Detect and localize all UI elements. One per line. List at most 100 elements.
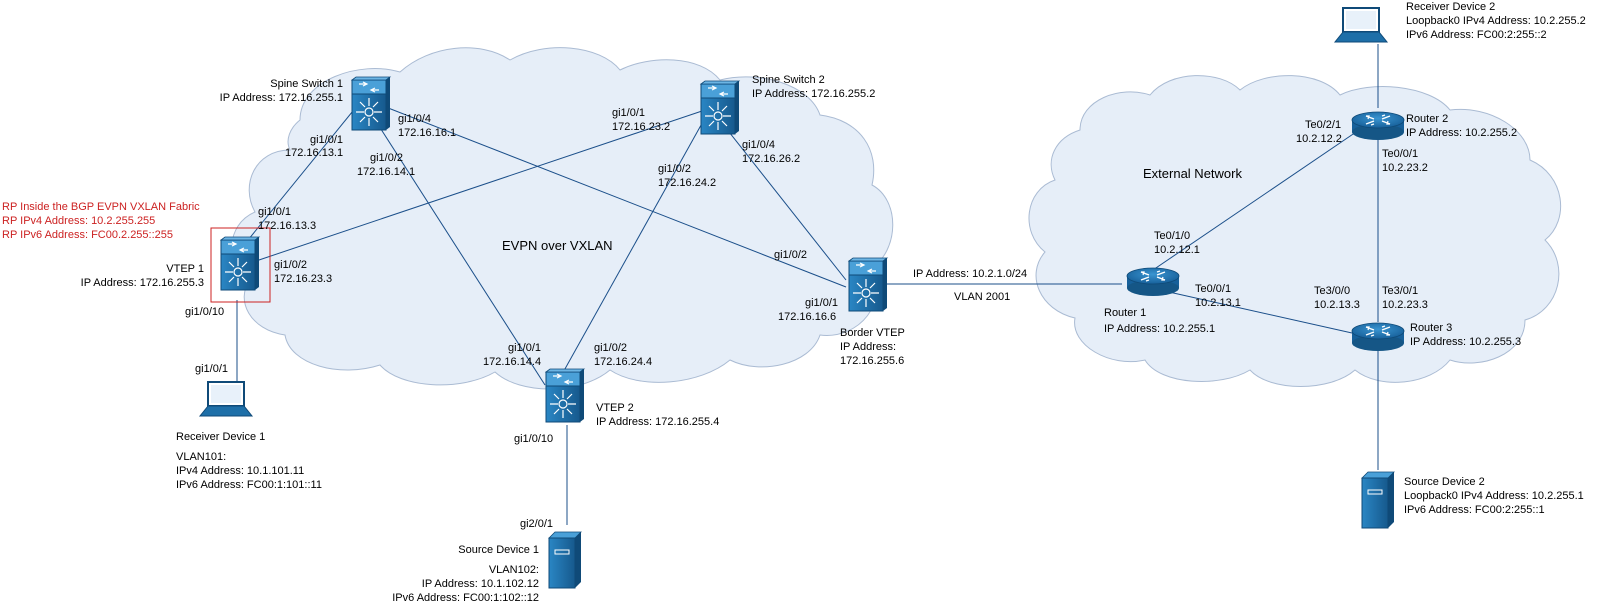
- router-3[interactable]: [1351, 322, 1405, 352]
- external-cloud-title: External Network: [1143, 166, 1242, 181]
- router1-te001-ip: 10.2.13.1: [1195, 297, 1241, 309]
- spine2-gi101: gi1/0/1: [612, 107, 645, 119]
- links: [234, 44, 1379, 525]
- router-1[interactable]: [1126, 267, 1180, 297]
- link-router1-router2: [1149, 127, 1363, 273]
- source2-ipv6: IPv6 Address: FC00:2:255::1: [1404, 504, 1545, 516]
- receiver2-ipv6: IPv6 Address: FC00:2:255::2: [1406, 29, 1547, 41]
- laptop-icon: [1334, 7, 1388, 43]
- receiver-device-1[interactable]: [199, 381, 253, 417]
- border-link-vlan: VLAN 2001: [954, 291, 1010, 303]
- vtep1-gi101: gi1/0/1: [258, 206, 291, 218]
- router1-ip: IP Address: 10.2.255.1: [1104, 323, 1215, 335]
- vtep-2[interactable]: [545, 368, 585, 423]
- receiver1-vlan: VLAN101:: [176, 451, 226, 463]
- vtep2-gi101-ip: 172.16.14.4: [483, 356, 541, 368]
- router2-te001-ip: 10.2.23.2: [1382, 162, 1428, 174]
- spine-switch-1[interactable]: [351, 76, 391, 131]
- source1-ipv6: IPv6 Address: FC00:1:102::12: [392, 592, 539, 604]
- vtep-1[interactable]: [220, 236, 260, 291]
- spine2-ip: IP Address: 172.16.255.2: [752, 88, 875, 100]
- border-gi101-ip: 172.16.16.6: [778, 311, 836, 323]
- vtep1-gi101-ip: 172.16.13.3: [258, 220, 316, 232]
- router3-te300-ip: 10.2.13.3: [1314, 299, 1360, 311]
- spine2-gi102: gi1/0/2: [658, 163, 691, 175]
- rp-note-line-2: RP IPv4 Address: 10.2.255.255: [2, 215, 155, 227]
- spine-switch-2[interactable]: [700, 80, 740, 135]
- source2-name: Source Device 2: [1404, 476, 1485, 488]
- router-icon: [1351, 322, 1405, 352]
- vtep2-gi1010: gi1/0/10: [514, 433, 553, 445]
- rp-highlight-box: [210, 227, 271, 303]
- source-device-2[interactable]: [1361, 471, 1395, 529]
- spine1-gi101: gi1/0/1: [310, 134, 343, 146]
- router3-te301: Te3/0/1: [1382, 285, 1418, 297]
- server-icon: [1361, 471, 1395, 529]
- source2-lo: Loopback0 IPv4 Address: 10.2.255.1: [1404, 490, 1584, 502]
- spine1-gi104: gi1/0/4: [398, 113, 431, 125]
- vtep1-gi102: gi1/0/2: [274, 259, 307, 271]
- spine2-gi101-ip: 172.16.23.2: [612, 121, 670, 133]
- link-spine2-border: [717, 117, 847, 281]
- layer3-switch-icon: [848, 257, 888, 312]
- vtep2-ip: IP Address: 172.16.255.4: [596, 416, 719, 428]
- server-icon: [548, 531, 582, 589]
- spine2-gi104: gi1/0/4: [742, 139, 775, 151]
- vtep1-name: VTEP 1: [166, 263, 204, 275]
- link-spine1-vtep1: [234, 105, 358, 257]
- layer3-switch-icon: [351, 76, 391, 131]
- spine1-gi102: gi1/0/2: [370, 152, 403, 164]
- border-ip: 172.16.255.6: [840, 355, 904, 367]
- source1-name: Source Device 1: [458, 544, 539, 556]
- receiver1-name: Receiver Device 1: [176, 431, 265, 443]
- receiver-device-2[interactable]: [1334, 7, 1388, 43]
- vtep1-gi102-ip: 172.16.23.3: [274, 273, 332, 285]
- router2-te021: Te0/2/1: [1305, 119, 1341, 131]
- source1-gi201: gi2/0/1: [520, 518, 553, 530]
- vtep2-gi101: gi1/0/1: [508, 342, 541, 354]
- vtep2-name: VTEP 2: [596, 402, 634, 414]
- layer3-switch-icon: [220, 236, 260, 291]
- border-ip-label: IP Address:: [840, 341, 896, 353]
- router2-te021-ip: 10.2.12.2: [1296, 133, 1342, 145]
- vtep1-ip: IP Address: 172.16.255.3: [81, 277, 204, 289]
- laptop-icon: [199, 381, 253, 417]
- external-network-cloud: [1028, 75, 1561, 387]
- link-spine1-border: [377, 103, 847, 288]
- router-2[interactable]: [1351, 111, 1405, 141]
- border-link-ip: IP Address: 10.2.1.0/24: [913, 268, 1027, 280]
- spine2-gi102-ip: 172.16.24.2: [658, 177, 716, 189]
- border-name: Border VTEP: [840, 327, 905, 339]
- source1-vlan: VLAN102:: [489, 564, 539, 576]
- spine1-gi104-ip: 172.16.16.1: [398, 127, 456, 139]
- rp-note-line-3: RP IPv6 Address: FC00.2.255::255: [2, 229, 173, 241]
- source-device-1[interactable]: [548, 531, 582, 589]
- vtep1-gi1010: gi1/0/10: [185, 306, 224, 318]
- router-icon: [1126, 267, 1180, 297]
- router3-te301-ip: 10.2.23.3: [1382, 299, 1428, 311]
- receiver2-lo: Loopback0 IPv4 Address: 10.2.255.2: [1406, 15, 1586, 27]
- link-spine1-vtep2: [369, 111, 546, 386]
- vtep2-gi102-ip: 172.16.24.4: [594, 356, 652, 368]
- source1-ip: IP Address: 10.1.102.12: [422, 578, 539, 590]
- receiver1-ipv6: IPv6 Address: FC00:1:101::11: [176, 479, 322, 491]
- link-spine2-vtep1: [252, 109, 706, 263]
- border-vtep[interactable]: [848, 257, 888, 312]
- receiver1-ipv4: IPv4 Address: 10.1.101.11: [176, 465, 304, 477]
- receiver2-name: Receiver Device 2: [1406, 1, 1495, 13]
- spine2-gi104-ip: 172.16.26.2: [742, 153, 800, 165]
- router3-te300: Te3/0/0: [1314, 285, 1350, 297]
- router2-te001: Te0/0/1: [1382, 148, 1418, 160]
- router2-name: Router 2: [1406, 113, 1448, 125]
- fabric-cloud-title: EVPN over VXLAN: [502, 238, 613, 253]
- router1-te001: Te0/0/1: [1195, 283, 1231, 295]
- border-gi102: gi1/0/2: [774, 249, 807, 261]
- rp-note-line-1: RP Inside the BGP EVPN VXLAN Fabric: [2, 201, 200, 213]
- router1-te010-ip: 10.2.12.1: [1154, 244, 1200, 256]
- vtep2-gi102: gi1/0/2: [594, 342, 627, 354]
- router3-name: Router 3: [1410, 322, 1452, 334]
- layer3-switch-icon: [700, 80, 740, 135]
- spine1-name: Spine Switch 1: [270, 78, 343, 90]
- receiver1-gi101: gi1/0/1: [195, 363, 228, 375]
